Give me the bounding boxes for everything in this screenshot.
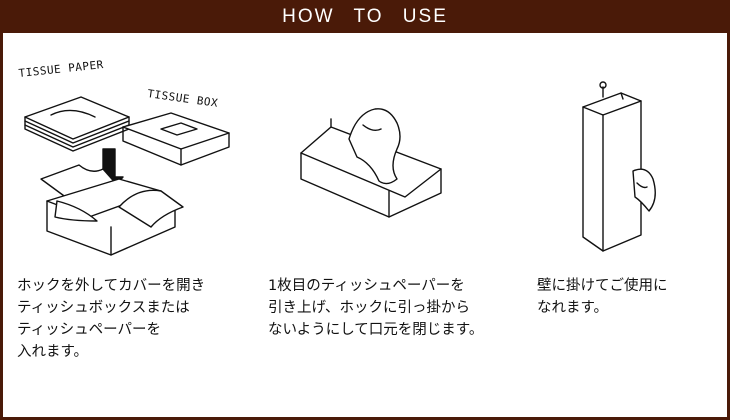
step3-illustration [582,81,656,252]
header-bar: HOW TO USE [0,0,730,33]
tissue-paper-stack-icon [24,96,130,152]
instructions-panel: TISSUE PAPER TISSUE BOX [3,33,727,417]
hanging-tissue-icon [632,168,656,212]
page-title: HOW TO USE [282,5,448,27]
tissue-box-label: TISSUE BOX [147,87,219,110]
tissue-paper-label: TISSUE PAPER [18,58,104,80]
tissue-sheet-icon [348,108,401,185]
step3-text: 壁に掛けてご使用に なれます。 [537,278,668,316]
step1-illustration: TISSUE PAPER TISSUE BOX [18,58,230,256]
hanging-cover-icon [582,92,642,252]
step2-illustration [300,108,442,218]
wall-hook-icon [599,81,607,98]
open-cover-icon [40,164,184,256]
step2-text: 1枚目のティッシュペーパーを 引き上げ、ホックに引っ掛から ないようにして口元を… [268,278,484,338]
tissue-box-icon [122,112,230,166]
step1-text: ホックを外してカバーを開き ティッシュボックスまたは ティッシュペーパーを 入れ… [17,278,206,360]
